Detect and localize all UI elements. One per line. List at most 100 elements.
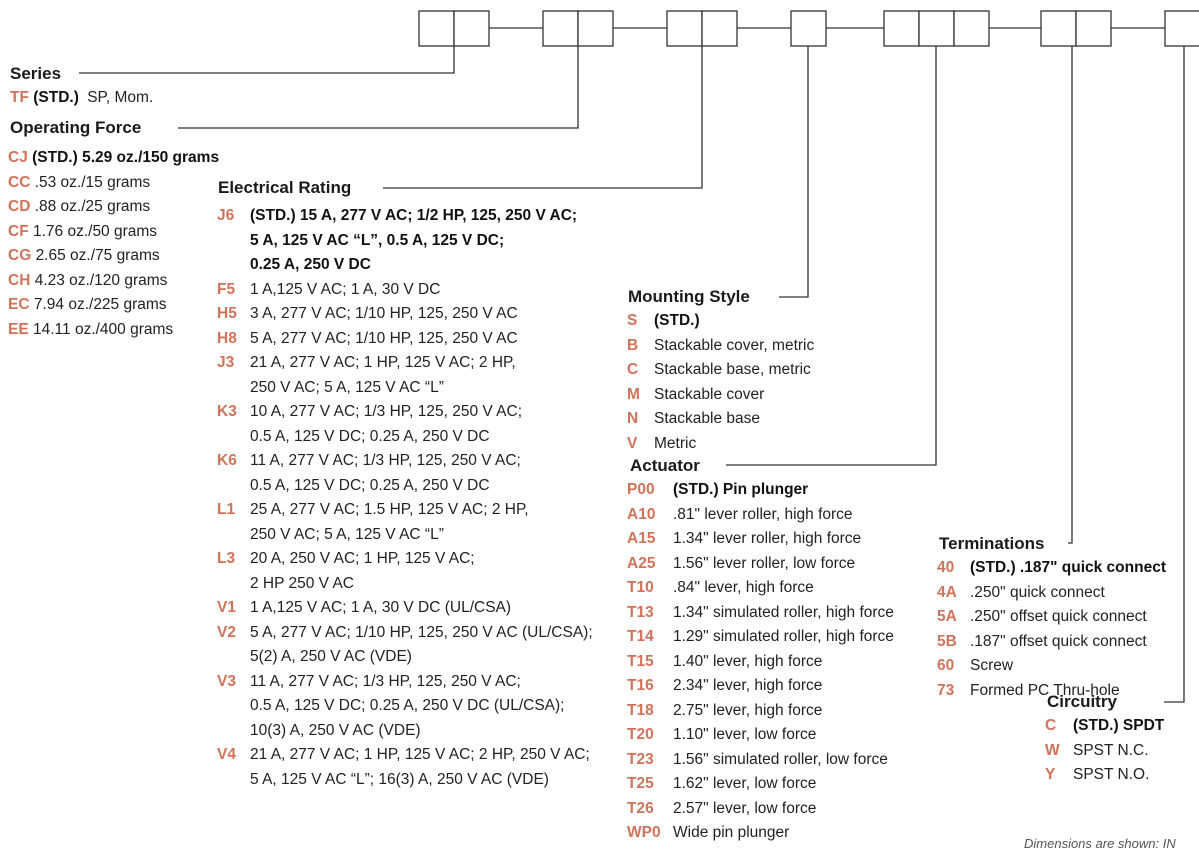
- option-desc: 1.29" simulated roller, high force: [673, 628, 894, 645]
- option-std: (STD.) Pin plunger: [673, 481, 809, 498]
- box-force-1: [542, 10, 579, 47]
- option-code: 5A: [937, 608, 957, 625]
- option-code: L1: [217, 501, 236, 518]
- option-desc: 25 A, 277 V AC; 1.5 HP, 125 V AC; 2 HP,: [250, 501, 529, 518]
- option-code: 40: [937, 559, 955, 576]
- box-rating-2: [701, 10, 738, 47]
- option-row: T16 2.34" lever, high force: [627, 674, 894, 699]
- option-code: W: [1045, 741, 1060, 759]
- option-row: V3 11 A, 277 V AC; 1/3 HP, 125, 250 V AC;: [217, 670, 593, 695]
- option-code: A25: [627, 554, 656, 572]
- option-code: F5: [217, 280, 236, 298]
- option-desc: 1.34" lever roller, high force: [673, 530, 862, 547]
- mounting-style-title: Mounting Style: [628, 287, 750, 306]
- option-desc: 11 A, 277 V AC; 1/3 HP, 125, 250 V AC;: [250, 452, 521, 469]
- option-continuation: 250 V AC; 5 A, 125 V AC “L”: [250, 378, 444, 396]
- option-code: N: [627, 410, 639, 427]
- option-code: T25: [627, 775, 654, 792]
- option-code: K3: [217, 403, 237, 420]
- option-code: V3: [217, 672, 236, 690]
- option-desc: 11 A, 277 V AC; 1/3 HP, 125, 250 V AC;: [250, 672, 521, 690]
- option-std: (STD.) 15 A, 277 V AC; 1/2 HP, 125, 250 …: [250, 207, 578, 224]
- option-desc: 2.75" lever, high force: [673, 701, 823, 719]
- option-desc: Screw: [970, 657, 1014, 674]
- electrical-rating-title: Electrical Rating: [218, 178, 352, 197]
- option-row: CF 1.76 oz./50 grams: [8, 220, 219, 245]
- option-continuation: 250 V AC; 5 A, 125 V AC “L”: [250, 525, 444, 543]
- option-desc: SPST N.O.: [1073, 766, 1150, 783]
- option-desc: 1.76 oz./50 grams: [32, 222, 158, 240]
- option-code: A10: [627, 505, 656, 523]
- option-code: C: [627, 361, 639, 378]
- option-desc: .250" quick connect: [970, 583, 1105, 601]
- box-actuator-1: [883, 10, 920, 47]
- option-code: 5B: [937, 632, 957, 650]
- option-code: T16: [627, 677, 654, 694]
- option-row: W SPST N.C.: [1045, 739, 1164, 764]
- option-desc: Stackable base, metric: [654, 361, 811, 378]
- option-desc: 2.34" lever, high force: [673, 677, 823, 694]
- footer-note: Dimensions are shown: IN: [1024, 836, 1176, 851]
- option-code: T15: [627, 652, 654, 670]
- option-desc: .187" offset quick connect: [970, 632, 1147, 650]
- option-desc: .84" lever, high force: [673, 579, 814, 596]
- option-desc: 21 A, 277 V AC; 1 HP, 125 V AC; 2 HP, 25…: [250, 746, 590, 763]
- section-operating-force: Operating Force CJ (STD.) 5.29 oz./150 g…: [8, 118, 219, 343]
- option-row: C(STD.) SPDT: [1045, 714, 1164, 739]
- option-desc: Wide pin plunger: [673, 824, 790, 841]
- option-row: 4A.250" quick connect: [937, 581, 1166, 606]
- option-code: 73: [937, 681, 955, 699]
- section-electrical-rating: Electrical Rating J6 (STD.) 15 A, 277 V A…: [217, 178, 593, 792]
- option-continuation: 0.5 A, 125 V DC; 0.25 A, 250 V DC: [250, 427, 490, 445]
- part-number-boxes: [418, 10, 1199, 47]
- option-desc: 14.11 oz./400 grams: [33, 320, 174, 338]
- option-row: TF (STD.) SP, Mom.: [10, 86, 153, 111]
- option-code: WP0: [627, 824, 661, 841]
- option-code: V4: [217, 746, 236, 763]
- option-code: J3: [217, 354, 235, 371]
- option-desc: 5 A, 277 V AC; 1/10 HP, 125, 250 V AC: [250, 329, 518, 347]
- option-desc: 1.34" simulated roller, high force: [673, 603, 894, 621]
- option-desc: 21 A, 277 V AC; 1 HP, 125 V AC; 2 HP,: [250, 354, 516, 371]
- option-row: CH 4.23 oz./120 grams: [8, 269, 219, 294]
- option-desc: 10 A, 277 V AC; 1/3 HP, 125, 250 V AC;: [250, 403, 523, 420]
- option-std: (STD.) .187" quick connect: [970, 559, 1166, 576]
- option-row: T10.84" lever, high force: [627, 576, 894, 601]
- option-row: C Stackable base, metric: [627, 358, 814, 383]
- option-code: J6: [217, 207, 235, 224]
- option-desc: 7.94 oz./225 grams: [33, 296, 167, 313]
- option-desc: SPST N.C.: [1073, 741, 1149, 759]
- option-desc: Stackable cover, metric: [654, 336, 815, 354]
- option-desc: 1.62" lever, low force: [673, 775, 817, 792]
- option-row: K3 10 A, 277 V AC; 1/3 HP, 125, 250 V AC;: [217, 400, 593, 425]
- circuitry-title: Circuitry: [1047, 692, 1117, 711]
- option-desc: .53 oz./15 grams: [34, 173, 151, 191]
- option-row: T13 1.34" simulated roller, high force: [627, 601, 894, 626]
- option-row: EE 14.11 oz./400 grams: [8, 318, 219, 343]
- option-continuation: 5(2) A, 250 V AC (VDE): [250, 648, 412, 665]
- option-code: V: [627, 434, 638, 452]
- option-row: CJ (STD.) 5.29 oz./150 grams: [8, 146, 219, 171]
- option-std: (STD.) 5.29 oz./150 grams: [32, 149, 220, 166]
- option-code: M: [627, 385, 640, 403]
- option-code: V2: [217, 623, 236, 641]
- option-code: CF: [8, 222, 29, 240]
- option-row: 5B .187" offset quick connect: [937, 630, 1166, 655]
- option-code: T13: [627, 603, 654, 621]
- option-desc: 1.56" simulated roller, low force: [673, 750, 888, 768]
- option-row: A10.81" lever roller, high force: [627, 503, 894, 528]
- option-row: EC 7.94 oz./225 grams: [8, 293, 219, 318]
- option-desc: 2.57" lever, low force: [673, 799, 817, 817]
